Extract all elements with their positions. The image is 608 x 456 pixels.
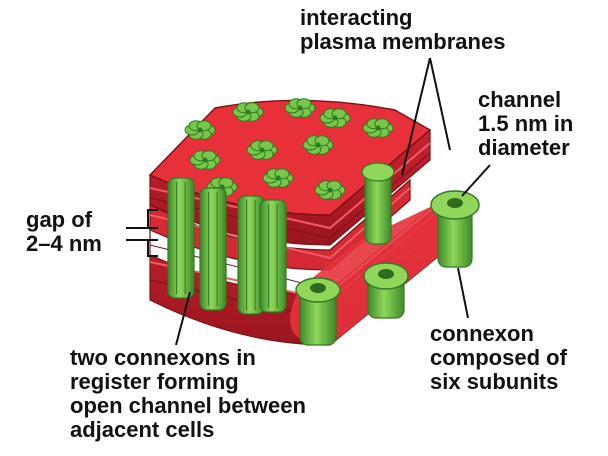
isolated-connexon-lower bbox=[364, 263, 408, 318]
leader-channel bbox=[462, 165, 490, 196]
label-channel-line-2: 1.5 nm in bbox=[478, 112, 573, 136]
label-plasma-line-1: interacting bbox=[300, 6, 505, 30]
connexon-tube bbox=[260, 200, 286, 312]
label-connexon-line-3: six subunits bbox=[430, 370, 567, 394]
connexon-top-flower bbox=[190, 151, 220, 170]
label-register-line-3: open channel between bbox=[70, 394, 306, 418]
connexon-top-flower bbox=[315, 181, 345, 200]
label-channel-line-1: channel bbox=[478, 88, 573, 112]
label-channel-line-3: diameter bbox=[478, 136, 573, 160]
connexon-near-front bbox=[296, 278, 340, 345]
connexon-top-flower bbox=[263, 169, 293, 188]
connexon-tube bbox=[168, 178, 194, 298]
leader-connexon bbox=[458, 268, 468, 318]
label-gap-line-1: gap of bbox=[26, 208, 102, 232]
label-gap-line-2: 2–4 nm bbox=[26, 232, 102, 256]
connexon-top-flower bbox=[363, 119, 393, 138]
label-plasma-membranes: interacting plasma membranes bbox=[300, 6, 505, 54]
leader-plasma-2 bbox=[430, 58, 450, 150]
label-connexon-line-2: composed of bbox=[430, 346, 567, 370]
label-plasma-line-2: plasma membranes bbox=[300, 30, 505, 54]
label-register-line-4: adjacent cells bbox=[70, 418, 306, 442]
label-register: two connexons in register forming open c… bbox=[70, 346, 306, 442]
connexon-upper-right bbox=[362, 163, 394, 244]
connexon-top-flower bbox=[285, 99, 315, 118]
label-connexon-line-1: connexon bbox=[430, 322, 567, 346]
label-channel-diameter: channel 1.5 nm in diameter bbox=[478, 88, 573, 160]
connexon-top-flower bbox=[233, 103, 263, 122]
label-register-line-1: two connexons in bbox=[70, 346, 306, 370]
label-register-line-2: register forming bbox=[70, 370, 306, 394]
label-connexon: connexon composed of six subunits bbox=[430, 322, 567, 394]
connexon-top-flower bbox=[247, 141, 277, 160]
connexon-top-flower bbox=[320, 109, 350, 128]
connexon-top-flower bbox=[185, 121, 215, 140]
connexon-top-flower bbox=[303, 136, 333, 155]
connexon-tube bbox=[200, 188, 226, 310]
isolated-connexon-upper bbox=[431, 191, 479, 267]
label-gap: gap of 2–4 nm bbox=[26, 208, 102, 256]
gap-bracket-lower bbox=[126, 240, 158, 256]
